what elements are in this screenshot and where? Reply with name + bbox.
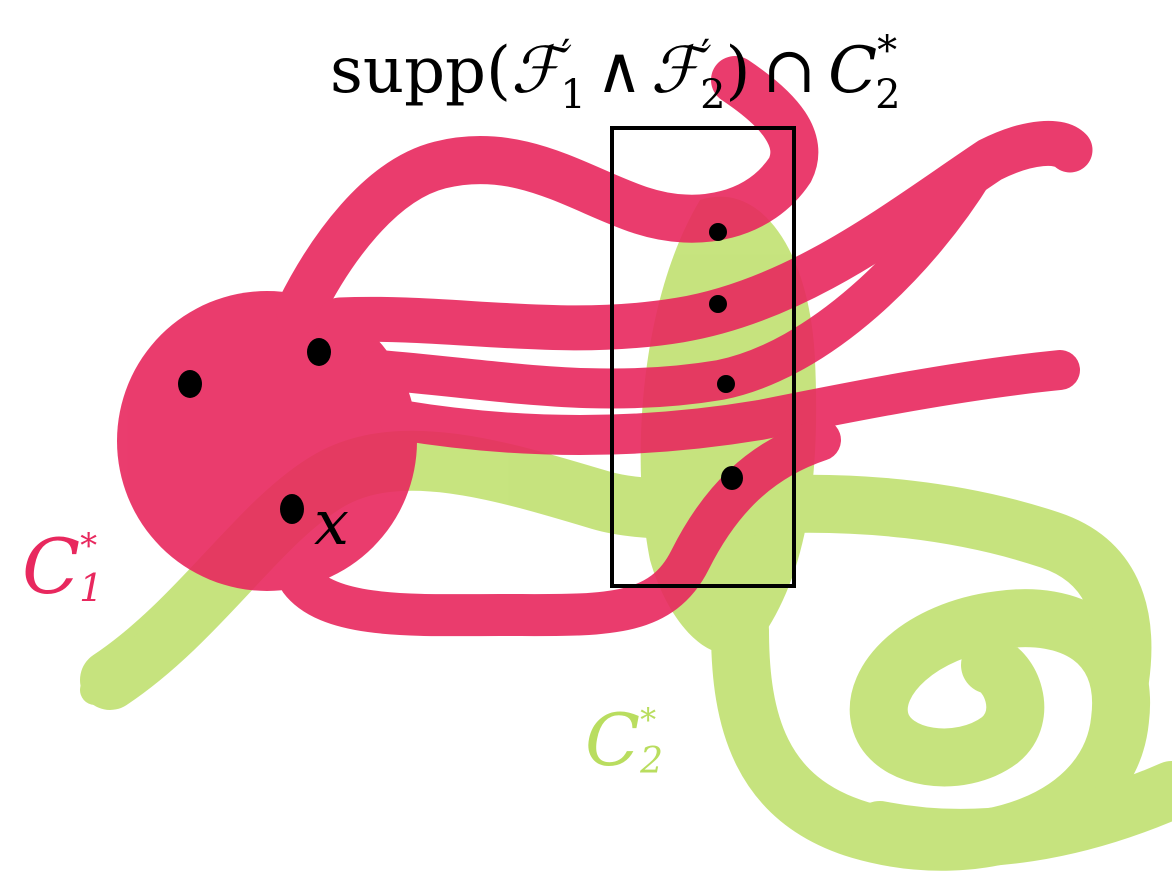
label-c2-letter: C — [585, 698, 640, 782]
title-rparen: ) — [726, 34, 751, 108]
label-x: x — [314, 486, 349, 559]
label-c1-text: C*1 — [22, 522, 103, 611]
title-prime2: ′ — [701, 32, 710, 78]
label-c1-letter: C — [22, 522, 80, 611]
label-c2-sub: 2 — [639, 741, 663, 782]
title-text: supp(ℱ′1∧ℱ′2)∩C*2 — [330, 28, 901, 118]
label-c2-star: * — [640, 701, 656, 739]
point-x — [280, 494, 304, 524]
point-support-3 — [717, 375, 735, 393]
green-spiral-tail — [731, 474, 1152, 709]
title-sub-c: 2 — [875, 72, 900, 118]
title-sub1: 1 — [560, 72, 585, 118]
red-arm-3 — [380, 350, 1080, 455]
green-bottom-right — [851, 761, 1172, 867]
title-c: C — [828, 34, 877, 108]
points — [178, 223, 743, 524]
point-support-2 — [709, 295, 727, 313]
support-rectangle — [610, 126, 796, 588]
title-prime1: ′ — [561, 32, 570, 78]
label-c2: C*2 — [585, 698, 663, 782]
point-support-4 — [721, 466, 743, 490]
title-supp: supp( — [330, 34, 511, 108]
point-support-1 — [709, 223, 727, 241]
title-sub2: 2 — [700, 72, 725, 118]
red-disk — [117, 291, 417, 591]
label-c1: C*1 — [22, 522, 103, 611]
title-formula: supp(ℱ′1∧ℱ′2)∩C*2 — [330, 28, 901, 118]
red-bottom-loop — [279, 419, 841, 637]
title-star: * — [877, 28, 897, 74]
label-c1-star: * — [80, 526, 97, 566]
green-spiral — [711, 589, 1151, 871]
green-left-tip — [80, 565, 255, 705]
title-cap: ∩ — [763, 34, 817, 108]
label-c1-sub: 1 — [79, 566, 103, 610]
red-arm-1 — [317, 120, 1093, 351]
point-disk-left — [178, 370, 202, 398]
label-c2-text: C*2 — [585, 698, 663, 782]
red-curve-c1 — [117, 56, 1093, 637]
point-disk-top — [307, 338, 331, 366]
title-wedge: ∧ — [596, 34, 643, 108]
